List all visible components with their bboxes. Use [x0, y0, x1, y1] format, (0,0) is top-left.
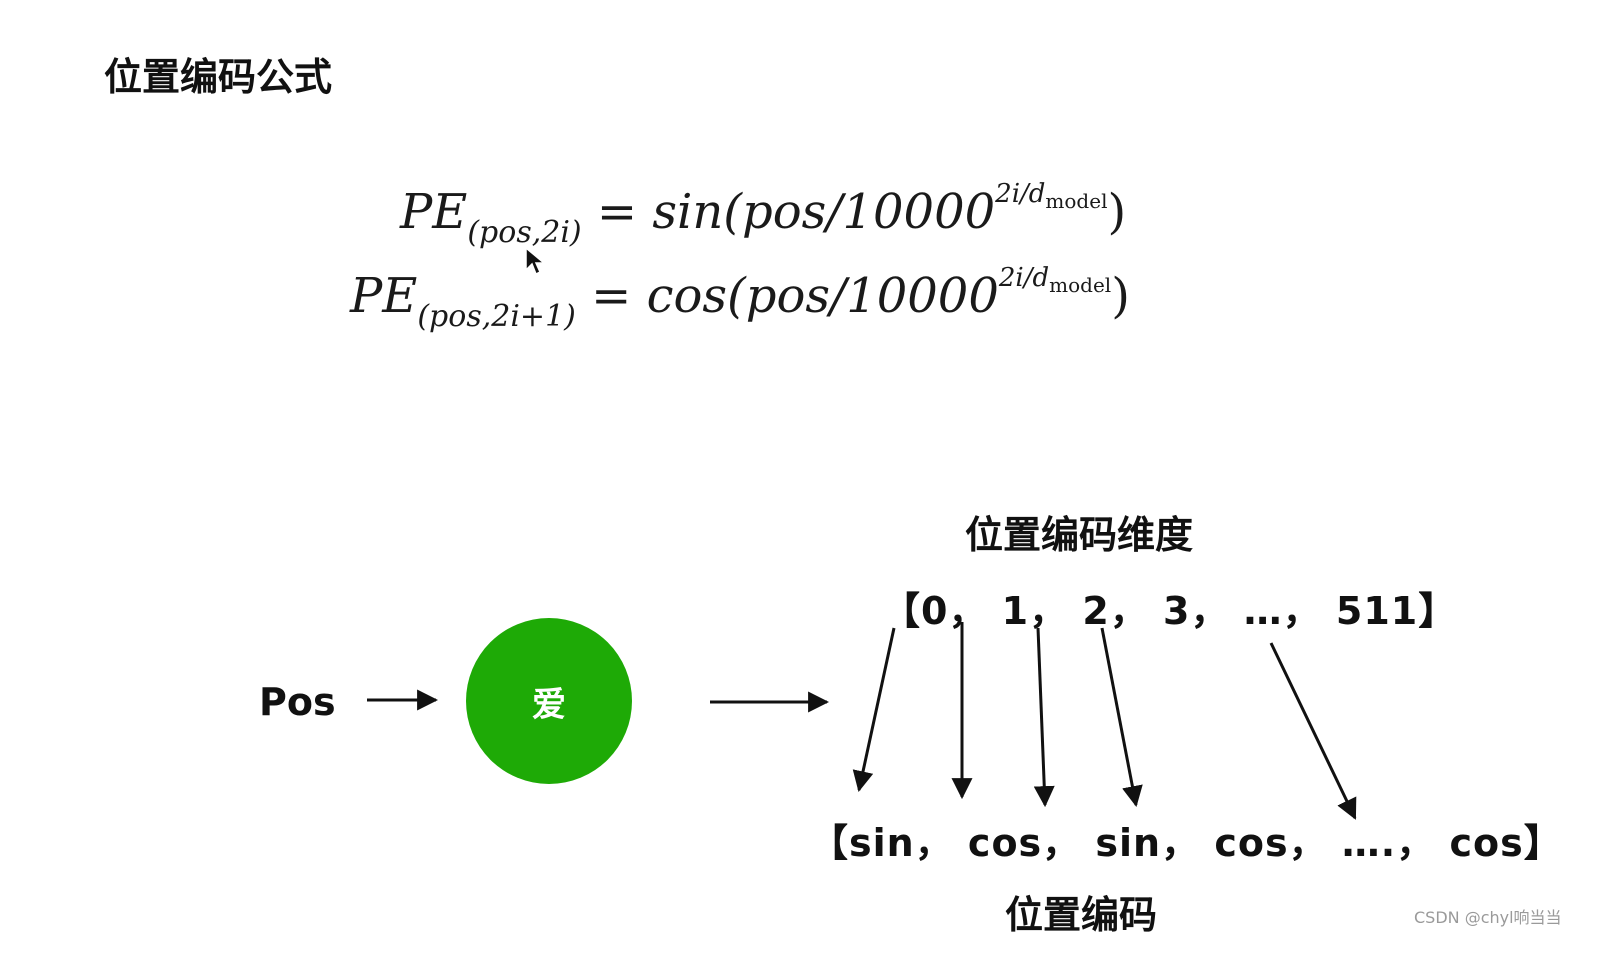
formula-sin-exponent-main: 2i/d	[995, 179, 1046, 209]
formula-sin-exponent-sub: model	[1045, 189, 1108, 213]
formula-sin-func: sin	[652, 184, 724, 240]
formula-cos-exponent-sub: model	[1049, 273, 1112, 297]
formula-sin-close: )	[1107, 184, 1127, 240]
token-text: 爱	[532, 684, 566, 725]
formula-sin-exponent: 2i/dmodel	[995, 179, 1107, 211]
formula-cos: PE(pos,2i+1) = cos(pos/100002i/dmodel)	[350, 265, 1130, 332]
formula-cos-func: cos	[646, 268, 728, 324]
formula-cos-equals: =	[591, 268, 632, 324]
formula-sin: PE(pos,2i) = sin(pos/100002i/dmodel)	[400, 181, 1126, 248]
mouse-cursor-icon	[525, 246, 546, 276]
formula-cos-exponent-main: 2i/d	[998, 263, 1050, 293]
formula-sin-lhs: PE	[400, 184, 468, 240]
formula-sin-equals: =	[596, 184, 638, 240]
arrow-dim-511	[1269, 642, 1357, 820]
formula-cos-exponent: 2i/dmodel	[998, 263, 1111, 295]
dimension-label: 位置编码维度	[965, 513, 1194, 557]
formula-cos-lhs: PE	[350, 268, 418, 324]
watermark: CSDN @chyl响当当	[1414, 908, 1562, 927]
token-circle: 爱	[466, 618, 632, 784]
formula-cos-subscript: (pos,2i+1)	[417, 299, 576, 334]
pos-label: Pos	[259, 680, 336, 724]
encoding-label: 位置编码	[1005, 893, 1158, 937]
arrow-dim-2	[1033, 627, 1055, 808]
formula-sin-arg: (pos/10000	[723, 184, 996, 240]
arrow-dim-0	[852, 627, 896, 793]
arrow-dim-3	[1100, 627, 1143, 808]
dimension-list: 【0， 1， 2， 3， …， 511】	[882, 589, 1458, 633]
formula-cos-close: )	[1111, 268, 1130, 324]
encoding-list: 【sin， cos， sin， cos， ….， cos】	[810, 821, 1563, 865]
formula-cos-arg: (pos/10000	[727, 268, 999, 324]
page-title: 位置编码公式	[104, 55, 333, 99]
formula-sin-subscript: (pos,2i)	[467, 215, 582, 250]
